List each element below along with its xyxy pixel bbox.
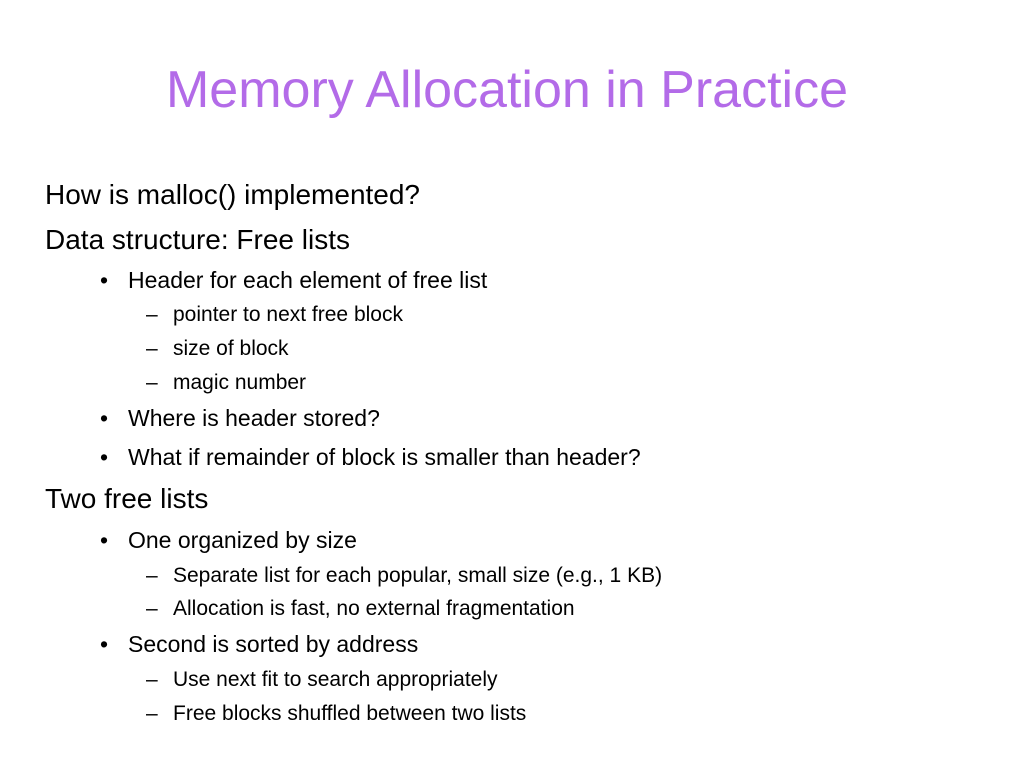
bullet-marker: • [100,527,109,553]
sub-bullet-item: –magic number [146,370,306,396]
sub-bullet-text: Use next fit to search appropriately [173,668,498,691]
bullet-marker: • [100,444,109,470]
outline-heading-text: Data structure: Free lists [45,224,350,255]
bullet-text: Second is sorted by address [128,631,419,657]
outline-heading-text: How is malloc() implemented? [45,179,421,210]
outline-heading-text: Two free lists [45,483,209,514]
outline-heading: Two free lists [45,482,208,516]
sub-bullet-item: –Allocation is fast, no external fragmen… [146,596,575,622]
outline-heading: Data structure: Free lists [45,223,350,257]
dash-marker: – [146,668,158,691]
bullet-item: • Where is header stored? [100,404,380,432]
sub-bullet-text: pointer to next free block [173,303,403,326]
dash-marker: – [146,597,158,620]
sub-bullet-item: –size of block [146,336,289,362]
dash-marker: – [146,702,158,725]
bullet-item: • Second is sorted by address [100,630,418,658]
sub-bullet-text: Free blocks shuffled between two lists [173,702,527,725]
bullet-item: • Header for each element of free list [100,266,487,294]
bullet-item: • What if remainder of block is smaller t… [100,443,641,471]
bullet-text: One organized by size [128,527,357,553]
bullet-text: What if remainder of block is smaller th… [128,444,641,470]
outline-heading: How is malloc() implemented? [45,178,420,212]
dash-marker: – [146,564,158,587]
sub-bullet-text: size of block [173,337,289,360]
bullet-text: Header for each element of free list [128,267,488,293]
sub-bullet-item: –pointer to next free block [146,302,403,328]
sub-bullet-text: Allocation is fast, no external fragment… [173,597,575,620]
bullet-marker: • [100,267,109,293]
sub-bullet-item: –Free blocks shuffled between two lists [146,701,526,727]
sub-bullet-text: magic number [173,371,307,394]
sub-bullet-text: Separate list for each popular, small si… [173,564,663,587]
sub-bullet-item: –Use next fit to search appropriately [146,667,498,693]
slide-title: Memory Allocation in Practice [165,61,849,119]
sub-bullet-item: –Separate list for each popular, small s… [146,563,662,589]
bullet-item: • One organized by size [100,526,357,554]
dash-marker: – [146,337,158,360]
dash-marker: – [146,303,158,326]
dash-marker: – [146,371,158,394]
bullet-text: Where is header stored? [128,405,380,431]
bullet-marker: • [100,405,109,431]
bullet-marker: • [100,631,109,657]
